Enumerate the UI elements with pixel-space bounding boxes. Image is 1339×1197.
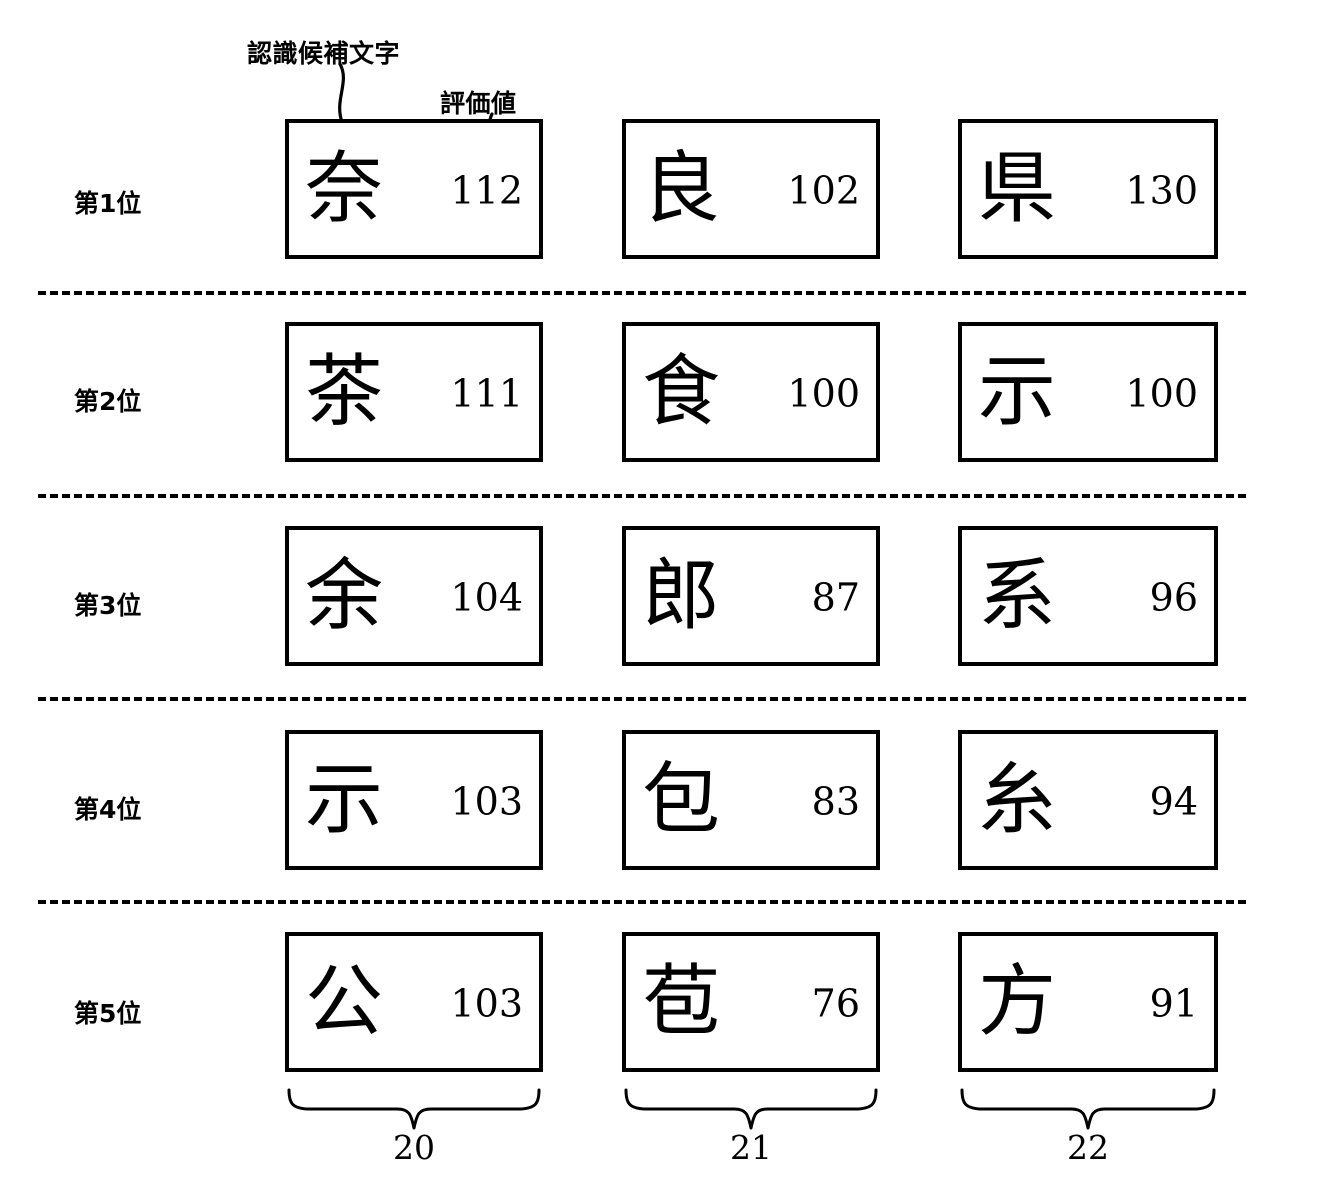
row-separator-4 xyxy=(38,900,1246,904)
evaluation-value: 91 xyxy=(1149,981,1198,1026)
candidate-box-c2-r1[interactable]: 示 100 xyxy=(958,322,1218,462)
evaluation-value: 87 xyxy=(811,575,860,620)
rank-label-5: 第5位 xyxy=(74,999,142,1028)
column-brace-22: 22 xyxy=(958,1086,1218,1167)
annotation-label-candidate-character: 認識候補文字 xyxy=(247,39,401,68)
evaluation-value: 104 xyxy=(450,575,523,620)
candidate-box-c0-r0[interactable]: 奈 112 xyxy=(285,119,543,259)
candidate-box-c1-r4[interactable]: 苞 76 xyxy=(622,932,880,1072)
evaluation-value: 100 xyxy=(787,371,860,416)
candidate-character: 苞 xyxy=(642,957,721,1047)
candidate-character: 郎 xyxy=(642,551,721,641)
candidate-box-c0-r4[interactable]: 公 103 xyxy=(285,932,543,1072)
candidate-character: 包 xyxy=(642,755,721,845)
rank-label-2: 第2位 xyxy=(74,387,142,416)
evaluation-value: 94 xyxy=(1149,779,1198,824)
candidate-character: 方 xyxy=(978,957,1057,1047)
evaluation-value: 112 xyxy=(450,168,523,213)
candidate-character: 示 xyxy=(305,755,384,845)
evaluation-value: 100 xyxy=(1125,371,1198,416)
annotation-label-evaluation-value: 評価値 xyxy=(440,89,517,118)
evaluation-value: 76 xyxy=(811,981,860,1026)
candidate-box-c0-r3[interactable]: 示 103 xyxy=(285,730,543,870)
candidate-box-c2-r0[interactable]: 県 130 xyxy=(958,119,1218,259)
evaluation-value: 130 xyxy=(1125,168,1198,213)
candidate-character: 茶 xyxy=(305,347,384,437)
evaluation-value: 103 xyxy=(450,779,523,824)
candidate-box-c1-r2[interactable]: 郎 87 xyxy=(622,526,880,666)
candidate-character: 食 xyxy=(642,347,721,437)
column-brace-21: 21 xyxy=(622,1086,880,1167)
candidate-box-c2-r4[interactable]: 方 91 xyxy=(958,932,1218,1072)
column-reference-number: 20 xyxy=(393,1128,435,1167)
candidate-character: 奈 xyxy=(305,144,384,234)
rank-label-1: 第1位 xyxy=(74,189,142,218)
candidate-character: 余 xyxy=(305,551,384,641)
candidate-character: 県 xyxy=(978,144,1057,234)
row-separator-1 xyxy=(38,291,1246,295)
candidate-box-c1-r0[interactable]: 良 102 xyxy=(622,119,880,259)
candidate-character: 公 xyxy=(305,957,384,1047)
column-brace-20: 20 xyxy=(285,1086,543,1167)
candidate-box-c2-r2[interactable]: 系 96 xyxy=(958,526,1218,666)
candidate-box-c0-r2[interactable]: 余 104 xyxy=(285,526,543,666)
candidate-box-c1-r3[interactable]: 包 83 xyxy=(622,730,880,870)
evaluation-value: 96 xyxy=(1149,575,1198,620)
column-reference-number: 22 xyxy=(1067,1128,1109,1167)
candidate-character: 系 xyxy=(978,551,1057,641)
brace-icon xyxy=(287,1088,541,1130)
evaluation-value: 111 xyxy=(450,371,523,416)
candidate-character: 糸 xyxy=(978,755,1057,845)
evaluation-value: 102 xyxy=(787,168,860,213)
rank-label-4: 第4位 xyxy=(74,795,142,824)
candidate-character: 示 xyxy=(978,347,1057,437)
candidate-box-c1-r1[interactable]: 食 100 xyxy=(622,322,880,462)
brace-icon xyxy=(624,1088,878,1130)
evaluation-value: 103 xyxy=(450,981,523,1026)
brace-icon xyxy=(960,1088,1216,1130)
column-reference-number: 21 xyxy=(730,1128,772,1167)
rank-label-3: 第3位 xyxy=(74,591,142,620)
evaluation-value: 83 xyxy=(811,779,860,824)
candidate-character: 良 xyxy=(642,144,721,234)
row-separator-2 xyxy=(38,494,1246,498)
candidate-box-c2-r3[interactable]: 糸 94 xyxy=(958,730,1218,870)
candidate-box-c0-r1[interactable]: 茶 111 xyxy=(285,322,543,462)
row-separator-3 xyxy=(38,697,1246,701)
